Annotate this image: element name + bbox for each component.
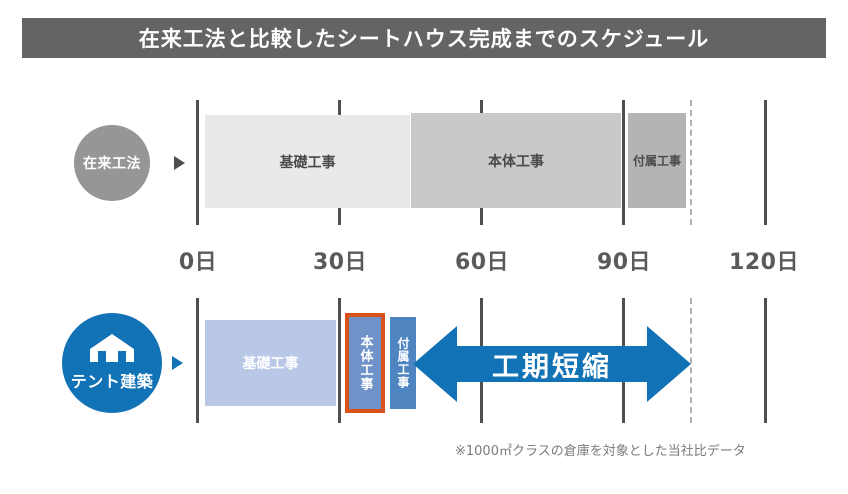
axis-tick-90: 90日: [596, 250, 652, 275]
axis-tick-0: 0日: [178, 250, 218, 275]
badge-conventional-label: 在来工法: [83, 156, 141, 172]
gridline-reference-dashed-bottom: [690, 298, 692, 423]
axis-tick-30: 30日: [312, 250, 368, 275]
badge-tent-construction: テント建築: [62, 313, 162, 413]
axis-tick-120: 120日: [729, 250, 799, 275]
triangle-right-icon-conventional: [174, 156, 185, 170]
bar-label-conventional-main: 本体工事: [488, 153, 544, 170]
bar-label-conventional-auxiliary: 付属工事: [632, 154, 681, 168]
bar-label-tent-auxiliary: 付属工事: [396, 337, 410, 389]
bar-conventional-foundation: 基礎工事: [205, 115, 410, 208]
axis-tick-60: 60日: [454, 250, 510, 275]
bar-tent-main-highlighted: 本体工事: [345, 313, 385, 413]
badge-tent-label: テント建築: [70, 372, 154, 391]
bar-label-conventional-foundation: 基礎工事: [279, 154, 336, 171]
bar-tent-foundation: 基礎工事: [205, 320, 336, 406]
gridline-120-top: [764, 100, 767, 225]
title-bar: 在来工法と比較したシートハウス完成までのスケジュール: [22, 18, 826, 58]
gridline-0-bottom: [196, 298, 199, 423]
bar-label-tent-main: 本体工事: [357, 335, 373, 391]
footnote-text: ※1000㎡クラスの倉庫を対象とした当社比データ: [455, 444, 746, 459]
tent-house-icon: [90, 334, 134, 366]
bar-label-tent-foundation: 基礎工事: [242, 356, 299, 372]
gridline-30-bottom: [338, 298, 341, 423]
page-title: 在来工法と比較したシートハウス完成までのスケジュール: [138, 27, 710, 51]
gridline-90-top: [622, 100, 625, 225]
gridline-0-top: [196, 100, 199, 225]
badge-conventional-method: 在来工法: [74, 125, 150, 201]
bar-conventional-main: 本体工事: [411, 113, 621, 208]
triangle-right-icon-tent: [172, 356, 183, 370]
reduction-callout-arrow: 工期短縮: [413, 318, 691, 410]
gridline-reference-dashed-top: [690, 100, 692, 225]
bar-conventional-auxiliary: 付属工事: [628, 113, 686, 208]
gridline-120-bottom: [764, 298, 767, 423]
bar-tent-auxiliary: 付属工事: [390, 317, 416, 409]
